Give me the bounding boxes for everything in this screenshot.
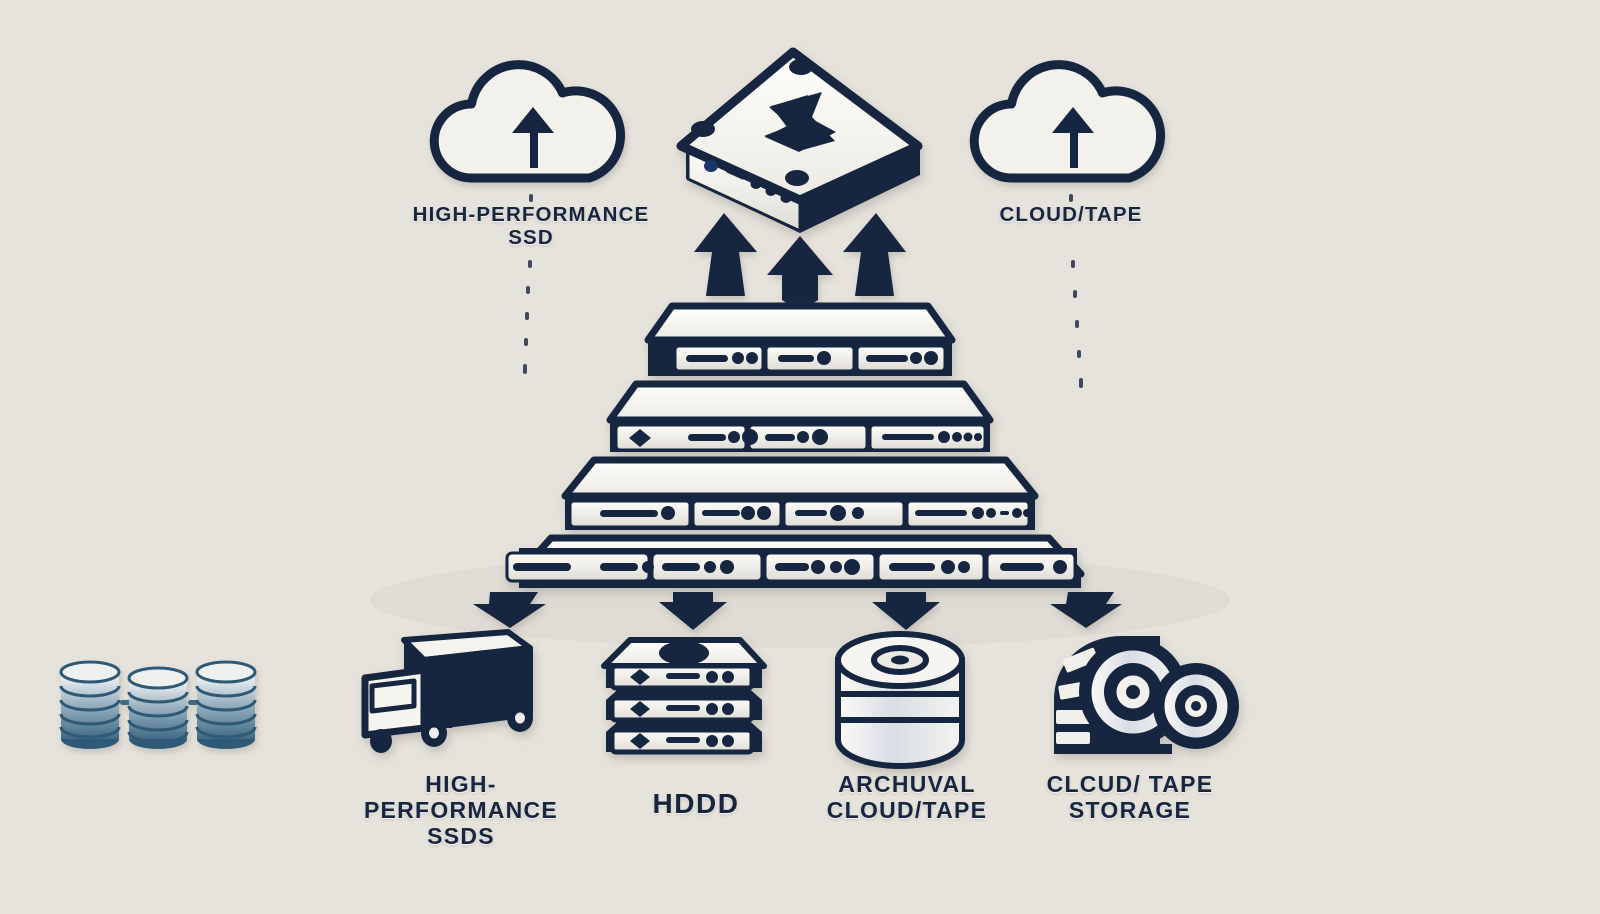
pyramid-tier-4 [505,534,1085,588]
server-stack-icon [601,637,767,755]
leader-dots-right [1069,194,1083,388]
down-arrow-2 [659,592,727,630]
label-high-performance-ssd: HIGH-PERFORMANCE SSD [412,203,650,249]
up-arrow-right [843,213,906,296]
delivery-truck-icon [361,629,533,753]
up-arrow-left [694,213,757,296]
down-arrow-1 [473,592,546,628]
label-archival-cloud-tape: ARCHUVAL CLOUD/TAPE [826,771,988,823]
cloud-upload-icon-right [969,60,1166,183]
pyramid-tier-1 [644,302,956,376]
up-arrow-center [767,236,833,312]
label-cloud-tape: CLOUD/TAPE [999,203,1143,226]
down-arrow-4 [1050,592,1122,628]
tape-reel-icon [1054,636,1239,754]
disk-stacks-cluster [59,660,257,749]
disk-stack-1 [59,660,121,749]
disk-stack-2 [127,666,189,749]
label-hddd: HDDD [652,788,740,819]
apex-ssd-icon [676,47,923,233]
label-high-performance-ssds: HIGH-PERFORMANCE SSDS [363,771,559,849]
apex-arrow-glyph [765,95,836,152]
tier-2-bays [614,423,987,452]
pyramid-tier-2 [606,380,994,452]
tier-4-bays [505,551,1077,583]
cloud-upload-icon-left [429,60,626,183]
tier-3-bays [568,499,1031,529]
disk-stack-3 [195,660,257,749]
pyramid-tier-3 [561,456,1039,530]
down-arrow-3 [872,592,940,630]
label-cloud-tape-storage: CLCUD/ TAPE STORAGE [1046,771,1214,823]
database-cylinder-icon [835,631,965,769]
leader-dots-left [523,194,533,374]
tier-1-bays [673,344,947,373]
